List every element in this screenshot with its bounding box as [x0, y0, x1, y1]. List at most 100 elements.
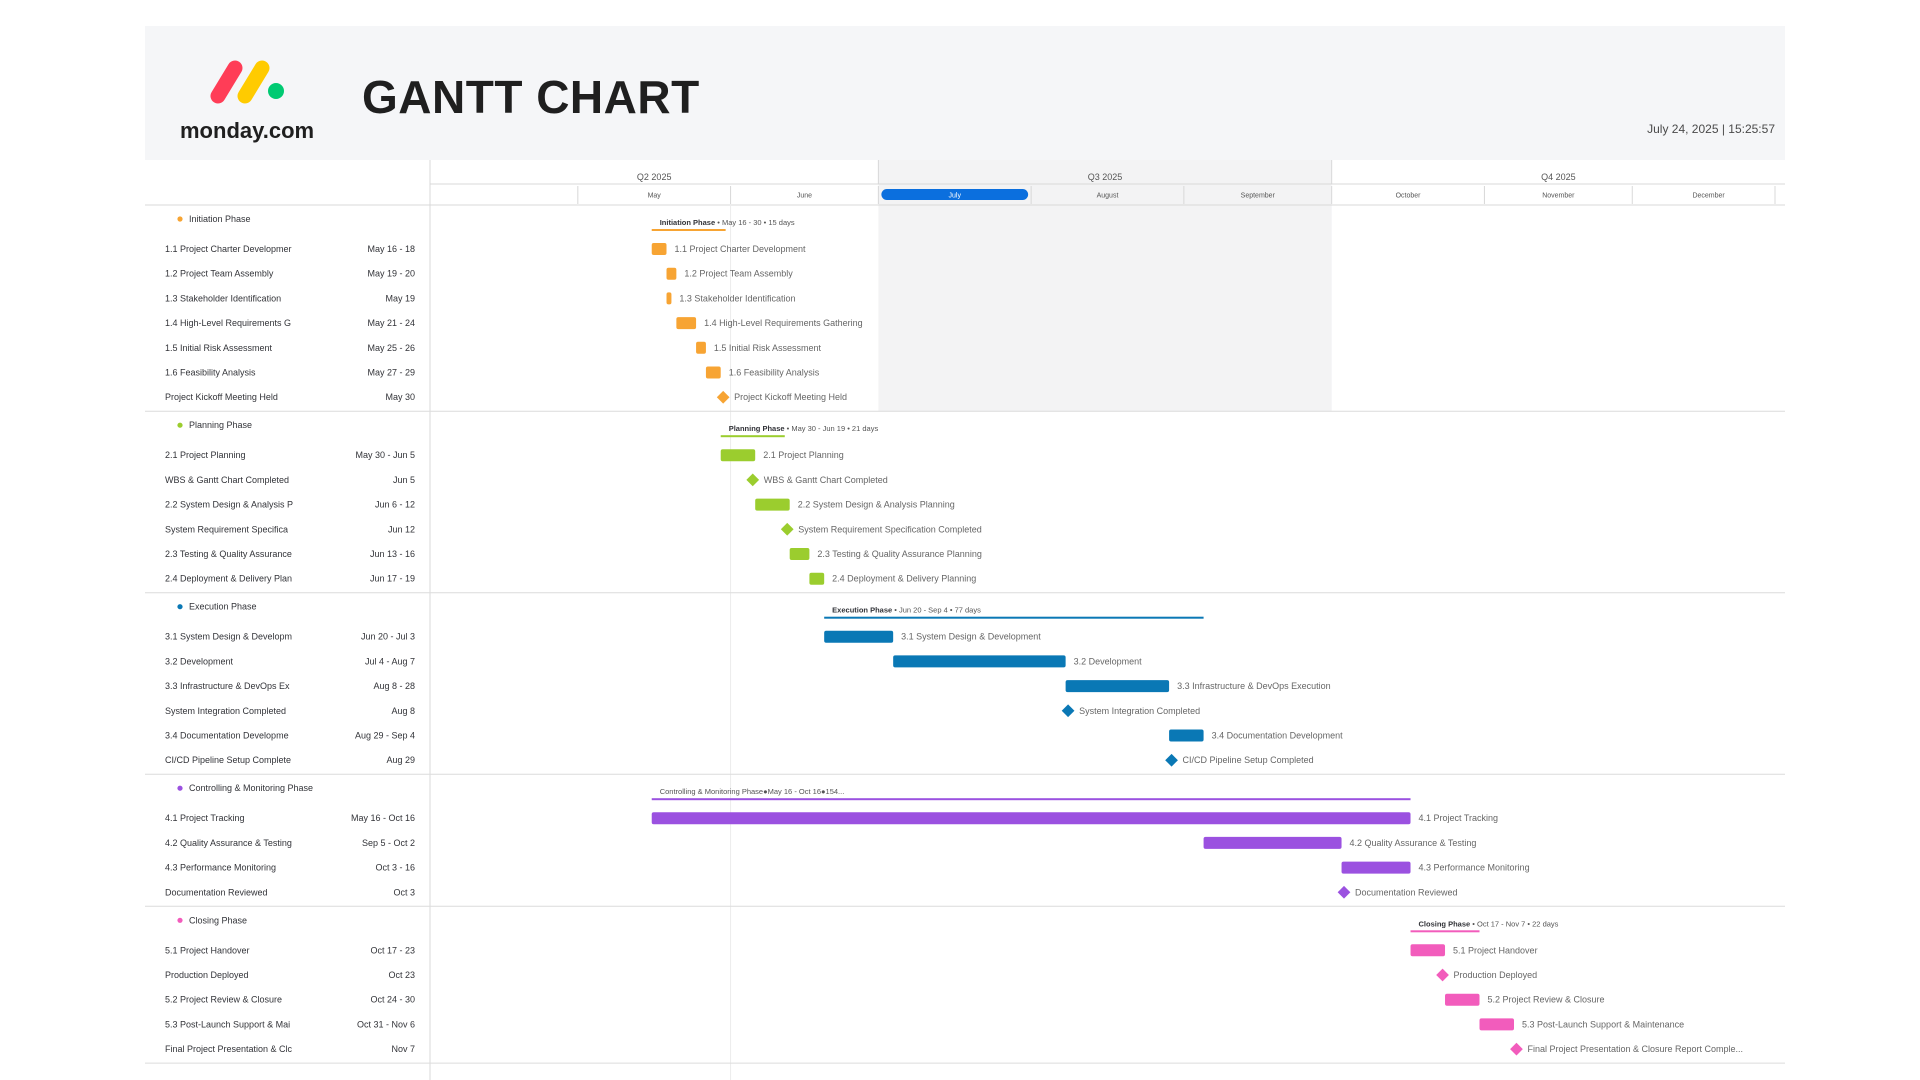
task-bar[interactable]: [651, 812, 1411, 825]
task-bar[interactable]: [1445, 993, 1480, 1006]
task-name[interactable]: WBS & Gantt Chart Completed: [165, 475, 289, 485]
month-label: June: [797, 193, 812, 200]
task-name[interactable]: 3.1 System Design & Developm: [165, 632, 292, 642]
task-bar[interactable]: [893, 655, 1066, 668]
task-bar-label: 5.1 Project Handover: [1453, 945, 1538, 955]
phase-color-dot: [177, 216, 183, 222]
task-bar[interactable]: [809, 572, 825, 585]
phase-summary-line: [651, 229, 726, 231]
current-month-pill: [881, 189, 1029, 200]
task-name[interactable]: 1.5 Initial Risk Assessment: [165, 343, 273, 353]
task-name[interactable]: 1.1 Project Charter Developmer: [165, 244, 292, 254]
task-dates: May 19 - 20: [367, 269, 415, 279]
task-dates: Jun 5: [393, 475, 415, 485]
report-header: monday.com GANTT CHART July 24, 2025 | 1…: [145, 26, 1785, 160]
task-name[interactable]: 1.6 Feasibility Analysis: [165, 368, 256, 378]
task-name[interactable]: Project Kickoff Meeting Held: [165, 392, 278, 402]
task-bar[interactable]: [705, 366, 721, 379]
milestone-label: System Integration Completed: [1079, 706, 1200, 716]
milestone-label: Documentation Reviewed: [1355, 887, 1458, 897]
task-bar[interactable]: [720, 449, 756, 462]
milestone-label: Project Kickoff Meeting Held: [734, 392, 847, 402]
task-dates: May 16 - Oct 16: [351, 813, 415, 823]
task-bar[interactable]: [789, 548, 810, 560]
task-bar-label: 4.3 Performance Monitoring: [1419, 863, 1530, 873]
task-bar[interactable]: [1203, 836, 1342, 849]
task-bar-label: 4.1 Project Tracking: [1419, 813, 1499, 823]
task-dates: Aug 8: [391, 706, 415, 716]
task-name[interactable]: 2.4 Deployment & Delivery Plan: [165, 574, 292, 584]
task-name[interactable]: 5.2 Project Review & Closure: [165, 995, 282, 1005]
task-dates: Jun 6 - 12: [375, 500, 415, 510]
task-bar[interactable]: [755, 498, 790, 511]
quarter-label: Q3 2025: [1088, 172, 1123, 182]
task-bar[interactable]: [1065, 680, 1170, 693]
milestone-diamond[interactable]: [1436, 968, 1449, 982]
milestone-diamond[interactable]: [1061, 704, 1075, 718]
task-bar-label: 1.1 Project Charter Development: [675, 244, 807, 254]
brand-name: monday.com: [180, 118, 315, 143]
task-name[interactable]: System Integration Completed: [165, 706, 286, 716]
milestone-diamond[interactable]: [1165, 753, 1178, 767]
milestone-diamond[interactable]: [746, 473, 760, 487]
task-bar[interactable]: [1479, 1018, 1514, 1031]
task-name[interactable]: Final Project Presentation & Clc: [165, 1044, 293, 1054]
task-bar-label: 1.4 High-Level Requirements Gathering: [704, 318, 863, 328]
quarter-label: Q2 2025: [637, 172, 672, 182]
task-name[interactable]: 2.1 Project Planning: [165, 450, 246, 460]
task-dates: Aug 8 - 28: [373, 681, 415, 691]
task-bar[interactable]: [1341, 861, 1411, 874]
task-bar-label: 2.3 Testing & Quality Assurance Planning: [817, 549, 981, 559]
task-name[interactable]: System Requirement Specifica: [165, 524, 288, 534]
milestone-diamond[interactable]: [1337, 885, 1351, 899]
task-name[interactable]: 4.3 Performance Monitoring: [165, 863, 276, 873]
logo-red-stroke: [210, 60, 243, 104]
task-bar[interactable]: [666, 267, 677, 280]
phase-name[interactable]: Execution Phase: [189, 602, 257, 612]
milestone-diamond[interactable]: [716, 390, 730, 404]
phase-name[interactable]: Initiation Phase: [189, 214, 251, 224]
task-bar[interactable]: [666, 292, 672, 305]
phase-summary-label: Closing Phase • Oct 17 - Nov 7 • 22 days: [1419, 919, 1559, 928]
task-name[interactable]: 2.2 System Design & Analysis P: [165, 500, 293, 510]
task-name[interactable]: 5.1 Project Handover: [165, 945, 250, 955]
phase-color-dot: [177, 917, 183, 923]
task-dates: Aug 29: [386, 755, 415, 765]
task-name[interactable]: 1.3 Stakeholder Identification: [165, 293, 281, 303]
phase-name[interactable]: Planning Phase: [189, 420, 252, 430]
task-bar-label: 4.2 Quality Assurance & Testing: [1350, 838, 1477, 848]
task-name[interactable]: CI/CD Pipeline Setup Complete: [165, 755, 291, 765]
task-name[interactable]: 3.4 Documentation Developme: [165, 731, 289, 741]
task-name[interactable]: 5.3 Post-Launch Support & Mai: [165, 1019, 290, 1029]
task-name[interactable]: 2.3 Testing & Quality Assurance: [165, 549, 292, 559]
task-bar[interactable]: [651, 243, 667, 255]
milestone-label: System Requirement Specification Complet…: [798, 524, 982, 534]
task-dates: Jun 13 - 16: [370, 549, 415, 559]
task-bar[interactable]: [696, 341, 706, 354]
phase-name[interactable]: Closing Phase: [189, 915, 247, 925]
task-name[interactable]: 1.4 High-Level Requirements G: [165, 318, 291, 328]
milestone-diamond[interactable]: [1510, 1042, 1523, 1056]
phase-name[interactable]: Controlling & Monitoring Phase: [189, 783, 313, 793]
task-name[interactable]: 3.2 Development: [165, 656, 234, 666]
milestone-diamond[interactable]: [780, 522, 794, 536]
task-name[interactable]: 1.2 Project Team Assembly: [165, 269, 274, 279]
task-bar[interactable]: [676, 317, 697, 330]
phase-summary-line: [824, 616, 1204, 619]
task-bar[interactable]: [1169, 729, 1204, 742]
task-name[interactable]: Documentation Reviewed: [165, 887, 268, 897]
task-bar-label: 1.5 Initial Risk Assessment: [714, 343, 822, 353]
task-name[interactable]: 4.2 Quality Assurance & Testing: [165, 838, 292, 848]
task-name[interactable]: Production Deployed: [165, 970, 249, 980]
task-name[interactable]: 4.1 Project Tracking: [165, 813, 245, 823]
phase-color-dot: [177, 785, 183, 791]
task-dates: Oct 31 - Nov 6: [357, 1019, 415, 1029]
task-bar-label: 3.1 System Design & Development: [901, 632, 1041, 642]
task-name[interactable]: 3.3 Infrastructure & DevOps Ex: [165, 681, 290, 691]
task-dates: May 30: [385, 392, 415, 402]
phase-summary-label: Controlling & Monitoring Phase●May 16 - …: [660, 787, 845, 796]
task-bar[interactable]: [1410, 944, 1446, 957]
phase-summary-line: [1410, 930, 1480, 933]
task-bar[interactable]: [824, 630, 894, 643]
